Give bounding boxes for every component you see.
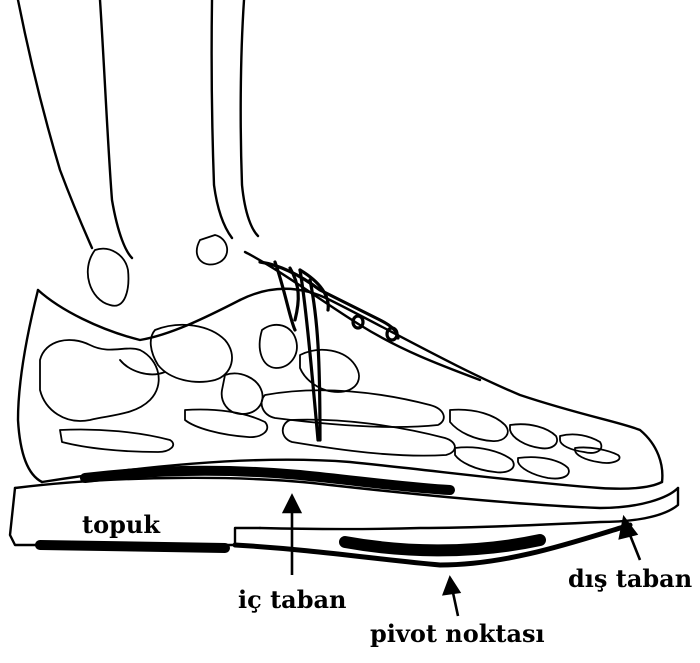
outsole-label: dış taban bbox=[568, 567, 692, 591]
pivot-arrow bbox=[444, 578, 459, 616]
shoe-upper bbox=[18, 252, 662, 489]
pivot-point-label: pivot noktası bbox=[370, 622, 545, 646]
insole-label: iç taban bbox=[238, 588, 347, 612]
leg-outline bbox=[18, 0, 258, 258]
foot-bones bbox=[40, 235, 620, 479]
heel-label: topuk bbox=[82, 513, 160, 537]
outsole-arrow bbox=[620, 518, 640, 560]
insole-arrow bbox=[284, 496, 300, 575]
